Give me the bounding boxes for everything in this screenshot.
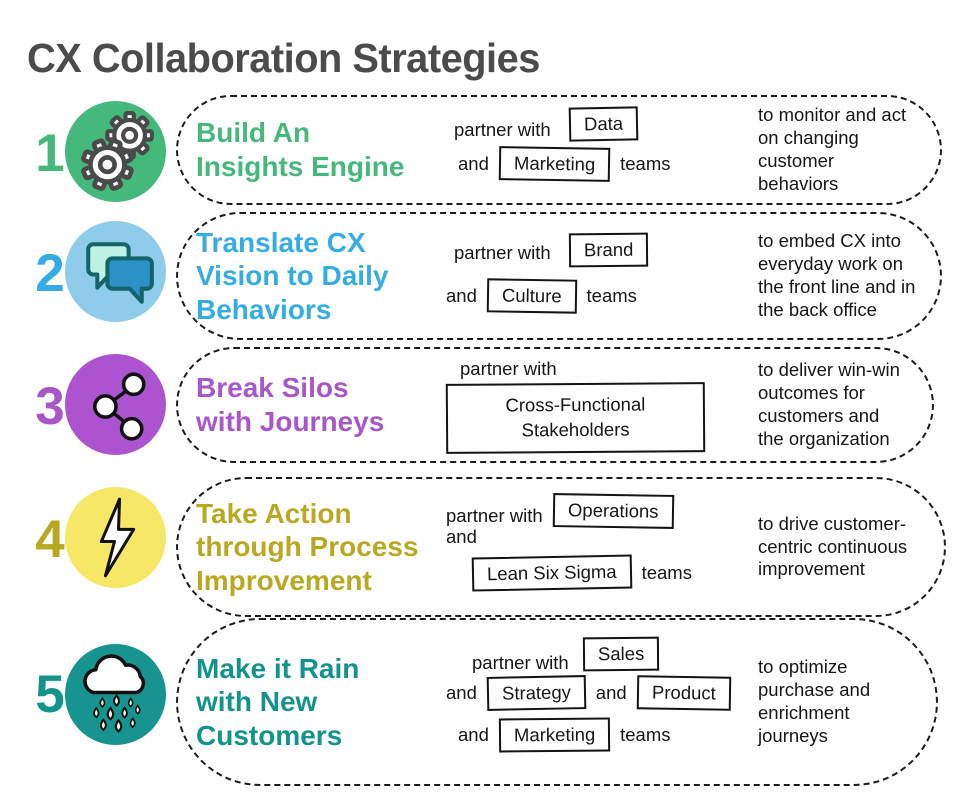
- outcome-text: to drive customer-centric continuous imp…: [758, 512, 908, 580]
- step-title: Build An Insights Engine: [196, 117, 405, 182]
- step-title: Make it Rain with New Customers: [196, 652, 360, 751]
- step-number: 4: [35, 510, 65, 569]
- partner-text: partner with: [472, 652, 569, 673]
- step-number: 3: [35, 377, 65, 436]
- partner-section: partner with Sales and Strategy and Prod…: [446, 636, 758, 753]
- dashed-container: Break Silos with Journeys partner with C…: [176, 347, 934, 463]
- partner-box: Product: [636, 675, 731, 711]
- partner-text: and: [458, 724, 489, 745]
- outcome-text: to monitor and act on changing customer …: [758, 104, 907, 194]
- gears-icon: [81, 110, 155, 191]
- partner-box: Data: [568, 106, 639, 142]
- partner-section: partner with Data and Marketing teams: [446, 106, 758, 182]
- outcome-text: to deliver win-win outcomes for customer…: [758, 359, 900, 449]
- partner-text: and: [446, 526, 477, 547]
- partner-box: Culture: [486, 278, 577, 314]
- dashed-container: Take Action through Process Improvement …: [176, 477, 946, 617]
- partner-text: partner with: [454, 242, 551, 263]
- partner-box: Brand: [568, 232, 649, 268]
- dashed-container: Translate CX Vision to Daily Behaviors p…: [176, 212, 942, 340]
- partner-text: partner with: [460, 357, 557, 379]
- step-number: 5: [35, 665, 65, 724]
- partner-text: partner with: [454, 119, 551, 140]
- partner-box: Strategy: [486, 675, 587, 711]
- partner-box: Marketing: [498, 717, 611, 753]
- partner-box: Marketing: [498, 146, 611, 182]
- step-number: 2: [35, 244, 65, 303]
- partner-text: teams: [620, 724, 671, 745]
- page-title: CX Collaboration Strategies: [27, 35, 540, 82]
- chat-bubbles-icon: [86, 242, 154, 304]
- partner-text: and: [458, 153, 489, 174]
- gears-icon: [65, 101, 166, 202]
- outcome-text: to optimize purchase and enrichment jour…: [758, 656, 871, 746]
- partner-text: and: [446, 285, 477, 306]
- lightning-bolt-icon: [65, 487, 166, 588]
- network-nodes-icon: [65, 354, 166, 455]
- outcome-text: to embed CX into everyday work on the fr…: [758, 230, 916, 320]
- partner-box: Operations: [552, 493, 674, 529]
- partner-box: Lean Six Sigma: [471, 554, 632, 592]
- step-title: Take Action through Process Improvement: [196, 497, 419, 596]
- step-number: 1: [35, 124, 65, 183]
- rain-cloud-icon: [65, 644, 166, 745]
- partner-box: Cross-Functional Stakeholders: [445, 381, 706, 454]
- network-nodes-icon: [93, 372, 146, 441]
- partner-text: teams: [586, 285, 637, 306]
- partner-section: partner with Brand and Culture teams: [446, 232, 758, 314]
- rain-cloud-icon: [83, 654, 146, 733]
- partner-section: partner with Operations and Lean Six Sig…: [446, 493, 758, 592]
- dashed-container: Build An Insights Engine partner with Da…: [176, 95, 942, 205]
- partner-text: teams: [620, 153, 671, 174]
- lightning-bolt-icon: [99, 497, 136, 578]
- partner-box: Sales: [582, 636, 660, 672]
- partner-text: and: [595, 682, 627, 703]
- partner-text: teams: [641, 562, 692, 583]
- step-title: Break Silos with Journeys: [196, 372, 385, 437]
- step-title: Translate CX Vision to Daily Behaviors: [196, 226, 389, 325]
- partner-text: partner with: [446, 505, 543, 526]
- partner-section: partner with Cross-Functional Stakeholde…: [445, 357, 758, 454]
- dashed-container: Make it Rain with New Customers partner …: [176, 618, 938, 786]
- partner-text: and: [446, 682, 477, 703]
- chat-bubbles-icon: [65, 221, 166, 322]
